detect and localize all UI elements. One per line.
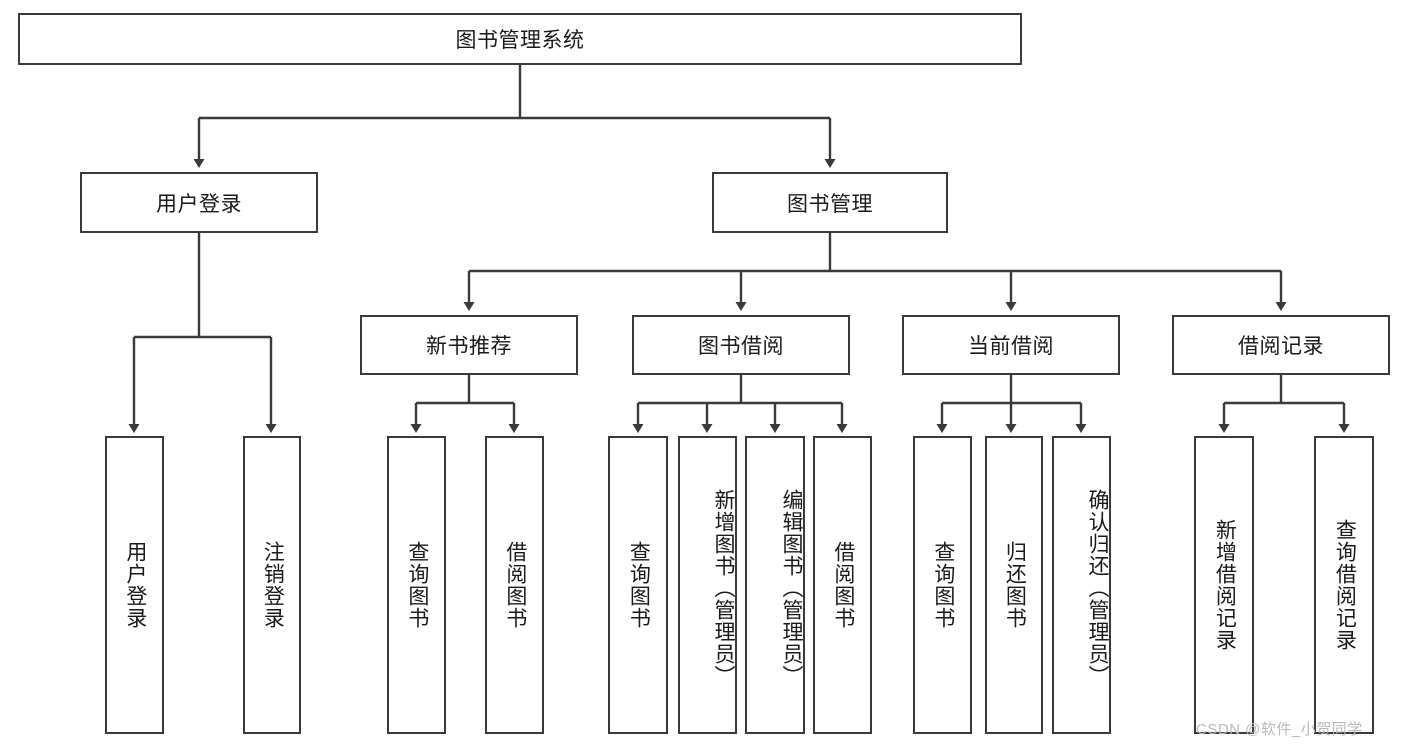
- node-current-borrow-label: 当前借阅: [968, 335, 1054, 358]
- node-book-management[interactable]: 图书管理: [712, 172, 948, 233]
- leaf-edit-book-admin[interactable]: 编辑图书（管理员）: [745, 436, 805, 734]
- leaf-borrow-book-recommend[interactable]: 借阅图书: [485, 436, 544, 734]
- leaf-return-book[interactable]: 归还图书: [985, 436, 1043, 734]
- leaf-add-book-admin[interactable]: 新增图书（管理员）: [678, 436, 737, 734]
- leaf-user-logout[interactable]: 注销登录: [243, 436, 301, 734]
- node-current-borrow[interactable]: 当前借阅: [902, 315, 1120, 375]
- node-user-login[interactable]: 用户登录: [80, 172, 318, 233]
- leaf-query-book-recommend[interactable]: 查询图书: [387, 436, 446, 734]
- node-root[interactable]: 图书管理系统: [18, 13, 1022, 65]
- leaf-query-borrow-record[interactable]: 查询借阅记录: [1314, 436, 1374, 734]
- node-new-book-recommend[interactable]: 新书推荐: [360, 315, 578, 375]
- leaf-add-borrow-record[interactable]: 新增借阅记录: [1194, 436, 1254, 734]
- node-book-borrow-label: 图书借阅: [698, 335, 784, 358]
- leaf-query-book-borrow[interactable]: 查询图书: [608, 436, 668, 734]
- leaf-confirm-return-admin[interactable]: 确认归还（管理员）: [1052, 436, 1111, 734]
- node-new-book-recommend-label: 新书推荐: [426, 335, 512, 358]
- node-book-management-label: 图书管理: [787, 192, 873, 216]
- node-root-label: 图书管理系统: [455, 29, 585, 52]
- node-borrow-record-label: 借阅记录: [1238, 335, 1324, 358]
- node-book-borrow[interactable]: 图书借阅: [632, 315, 850, 375]
- leaf-user-login[interactable]: 用户登录: [105, 436, 164, 734]
- leaf-borrow-book[interactable]: 借阅图书: [813, 436, 872, 734]
- node-user-login-label: 用户登录: [156, 192, 242, 216]
- node-borrow-record[interactable]: 借阅记录: [1172, 315, 1390, 375]
- leaf-query-book-current[interactable]: 查询图书: [913, 436, 972, 734]
- watermark: CSDN @软件_小贺同学: [1196, 721, 1363, 738]
